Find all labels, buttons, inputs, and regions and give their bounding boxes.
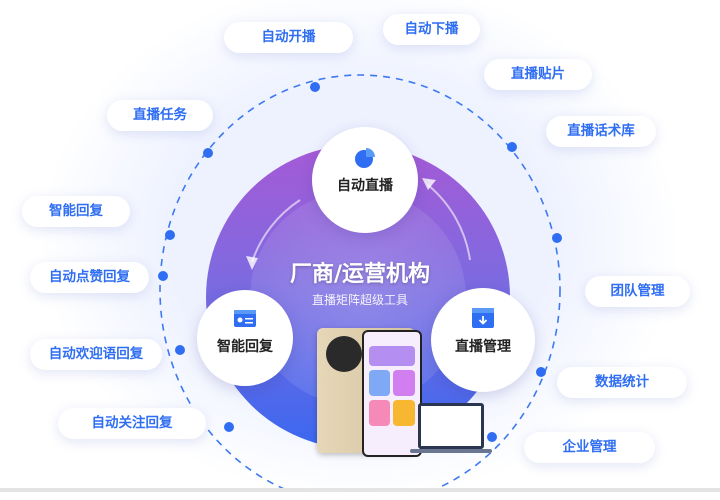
laptop-image: [418, 403, 484, 449]
orbit-dot: [552, 233, 562, 243]
pill-smart-reply[interactable]: 智能回复: [22, 196, 130, 227]
orbit-dot: [175, 345, 185, 355]
inbox-download-icon: [472, 308, 494, 328]
node-label: 直播管理: [455, 339, 511, 355]
pill-auto-start[interactable]: 自动开播: [224, 22, 353, 53]
pill-enterprise-manage[interactable]: 企业管理: [524, 432, 655, 463]
node-smart-reply[interactable]: 智能回复: [197, 290, 293, 386]
pill-data-stats[interactable]: 数据统计: [557, 367, 687, 398]
node-label: 智能回复: [217, 339, 273, 355]
orbit-dot: [158, 271, 168, 281]
pill-auto-follow-reply[interactable]: 自动关注回复: [58, 408, 206, 439]
pill-live-sticker[interactable]: 直播贴片: [484, 59, 592, 90]
phone-screen-image: [362, 330, 422, 457]
orbit-dot: [203, 148, 213, 158]
orbit-dot: [536, 367, 546, 377]
pill-team-manage[interactable]: 团队管理: [585, 276, 690, 307]
orbit-dot: [165, 230, 175, 240]
orbit-dot: [224, 422, 234, 432]
orbit-dot: [487, 432, 497, 442]
message-card-icon: [234, 310, 256, 327]
pie-chart-icon: [355, 148, 375, 168]
pill-live-task[interactable]: 直播任务: [107, 100, 213, 131]
center-subtitle: 直播矩阵超级工具: [311, 293, 408, 307]
pill-auto-like-reply[interactable]: 自动点赞回复: [30, 262, 149, 293]
bottom-divider: [0, 488, 720, 492]
node-live-manage[interactable]: 直播管理: [431, 288, 535, 392]
orbit-dot: [507, 142, 517, 152]
center-title: 厂商/运营机构: [289, 262, 431, 287]
node-auto-live[interactable]: 自动直播: [312, 127, 418, 233]
pill-live-script[interactable]: 直播话术库: [546, 116, 656, 147]
camera-module: [326, 336, 362, 372]
orbit-dot: [310, 82, 320, 92]
pill-auto-stop[interactable]: 自动下播: [383, 14, 480, 45]
laptop-base: [410, 449, 492, 453]
node-label: 自动直播: [337, 178, 393, 194]
pill-auto-welcome-reply[interactable]: 自动欢迎语回复: [30, 339, 162, 370]
